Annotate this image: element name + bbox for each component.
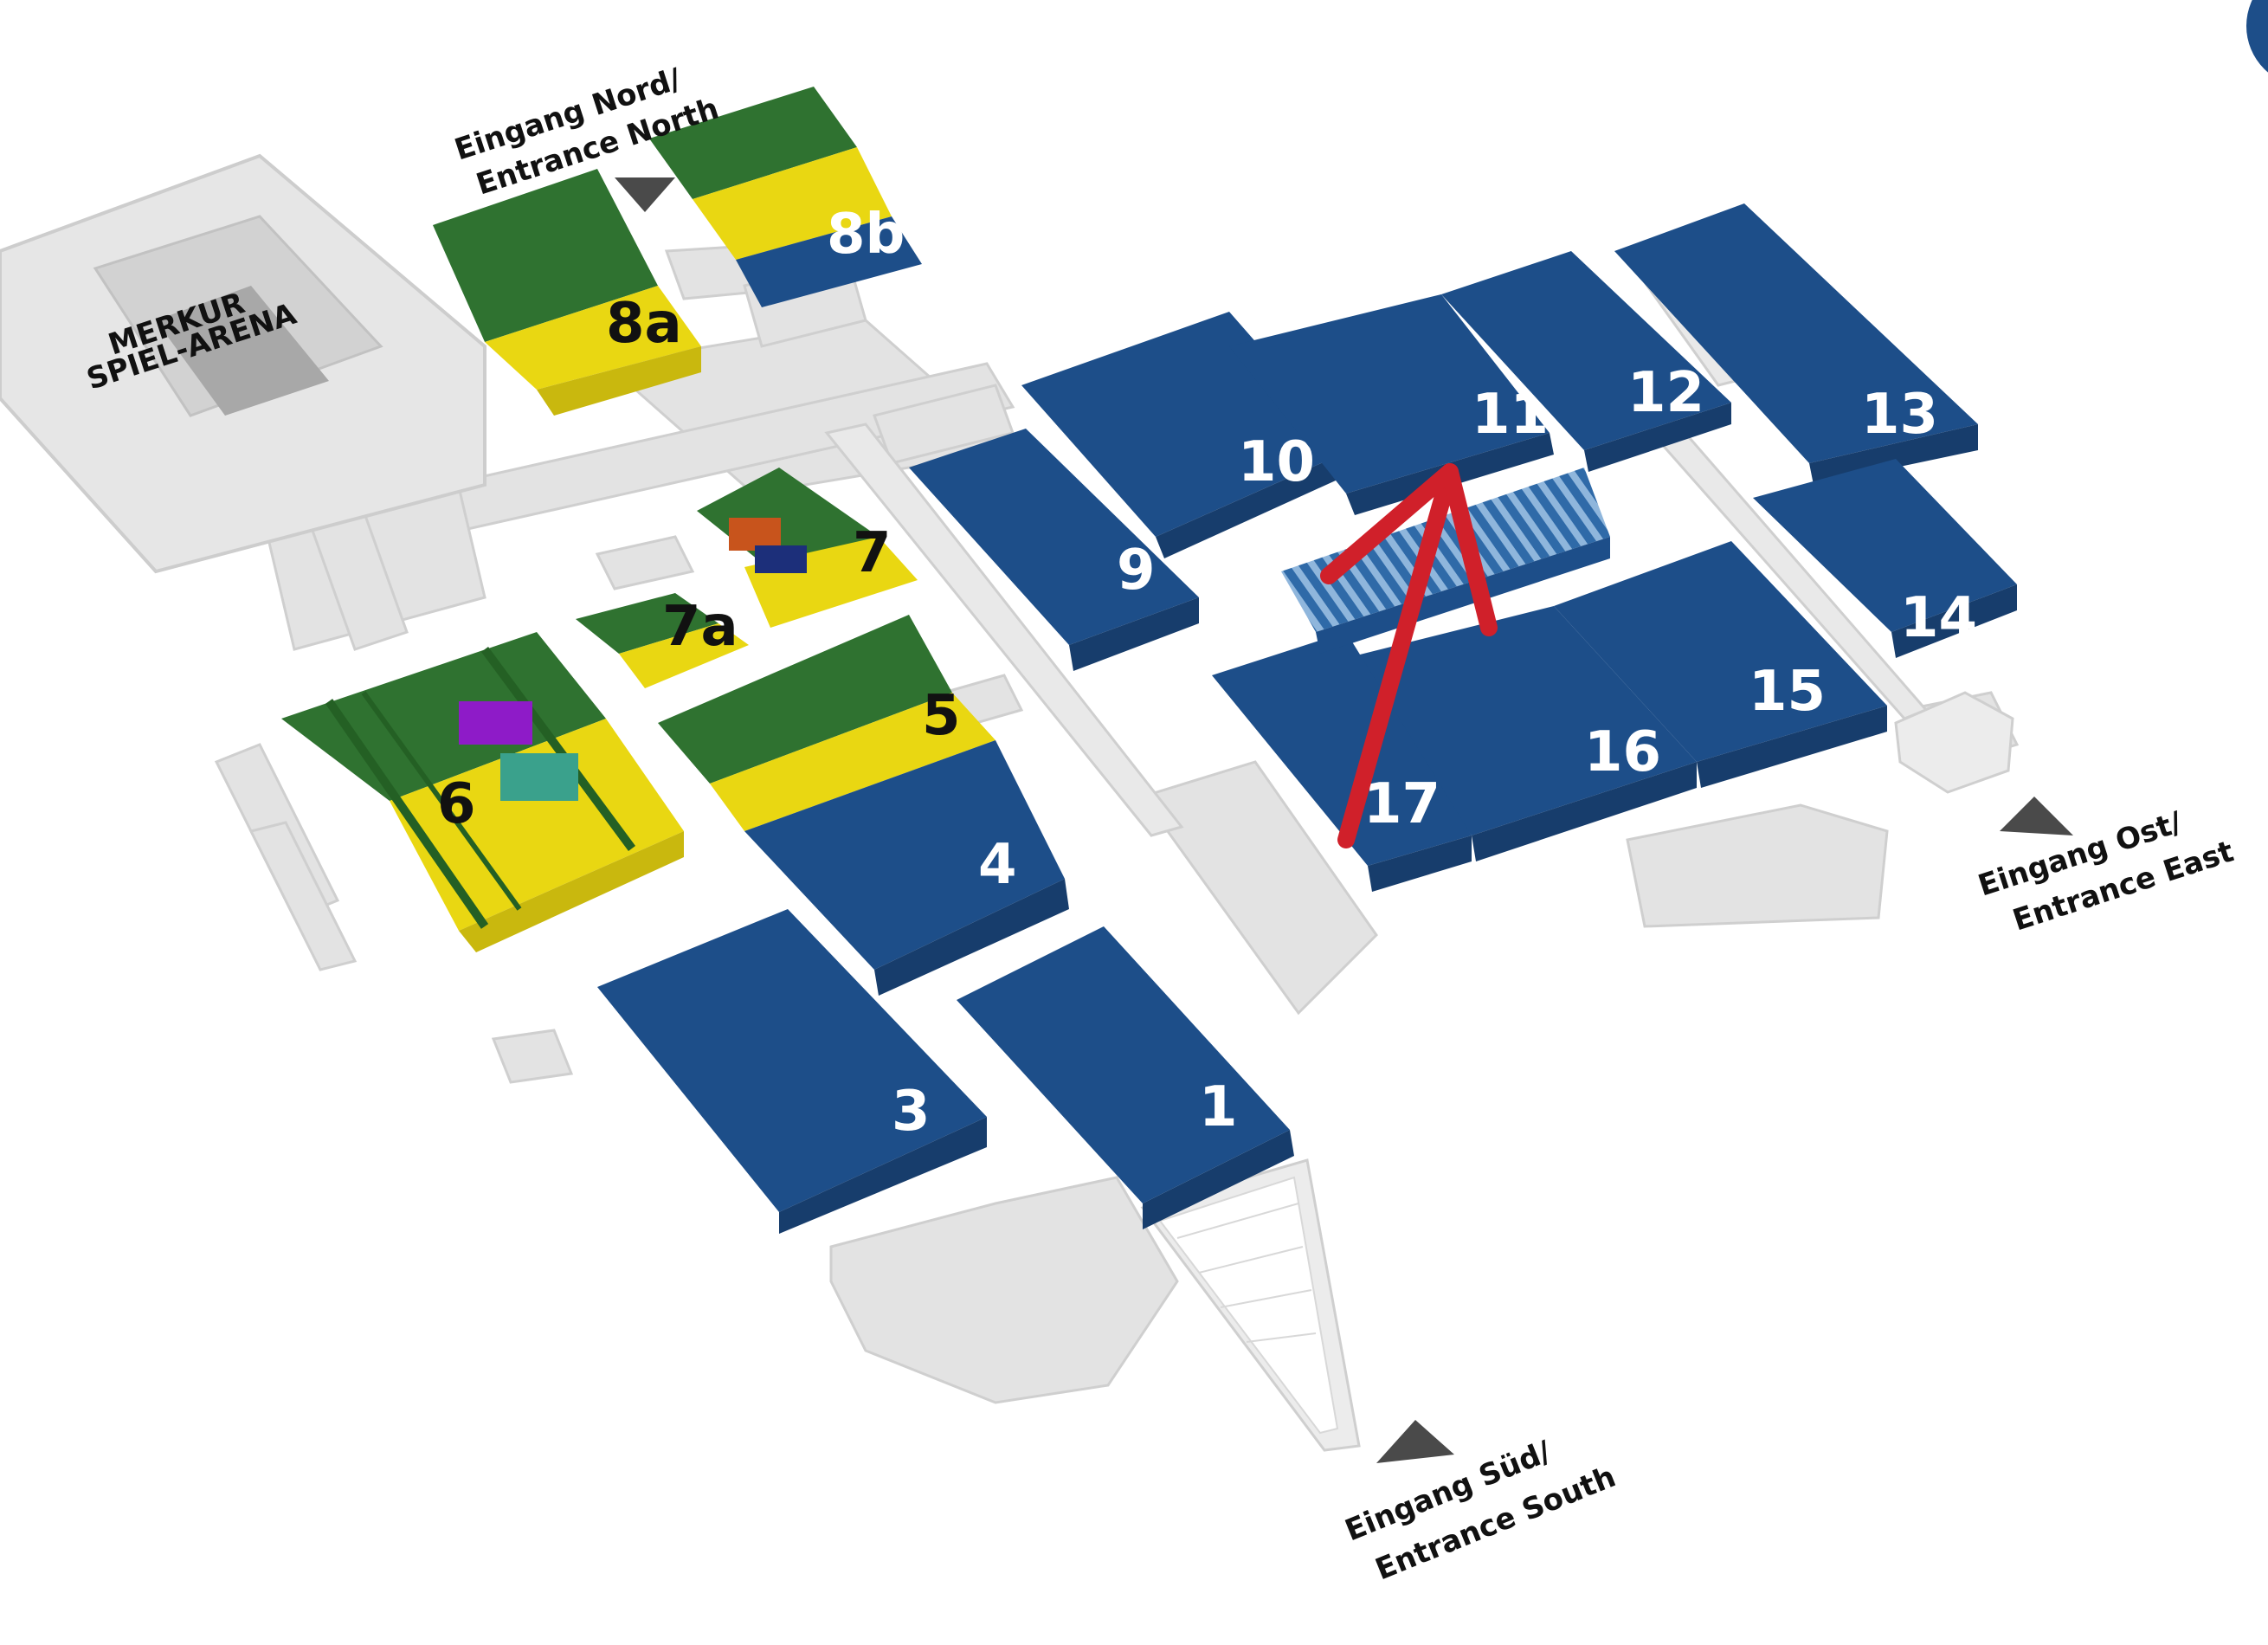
hall-4-label: 4 — [978, 833, 1017, 897]
hall-7[interactable]: 7 — [697, 468, 918, 628]
hall-1[interactable]: 1 — [957, 926, 1294, 1229]
hall-14[interactable]: 14 — [1753, 459, 2017, 658]
hall-16-label: 16 — [1584, 720, 1661, 784]
hall-12[interactable]: 12 — [1441, 251, 1731, 472]
hall-13[interactable]: 13 — [1614, 203, 1978, 485]
hall-7-label: 7 — [853, 521, 892, 585]
hall-9[interactable]: 9 — [909, 429, 1199, 671]
hall-3[interactable]: 3 — [597, 909, 987, 1234]
hall-9-label: 9 — [1117, 539, 1156, 603]
hall-15-label: 15 — [1749, 660, 1826, 724]
entrance-south-marker — [1376, 1420, 1454, 1463]
entrance-north-marker — [615, 177, 675, 212]
hall-8b[interactable]: 8b — [649, 87, 922, 307]
red-route-arrow — [1320, 463, 1498, 848]
hall-7-orange-area — [729, 518, 781, 551]
hall-17[interactable]: 17 — [1212, 632, 1472, 892]
hall-5-label: 5 — [922, 684, 961, 748]
hall-6[interactable]: 6 — [281, 632, 684, 952]
hall-8b-label: 8b — [827, 203, 905, 267]
hall-1-label: 1 — [1199, 1075, 1238, 1139]
hall-6-purple-area — [459, 701, 532, 745]
hall-4[interactable]: 4 — [744, 740, 1069, 996]
hall-7a[interactable]: 7a — [576, 593, 749, 688]
south-entrance-hall — [1140, 1158, 1361, 1452]
hall-14-label: 14 — [1900, 586, 1977, 650]
hall-7-navy-area — [755, 545, 807, 573]
hall-6-teal-area — [500, 753, 578, 801]
hall-15[interactable]: 15 — [1554, 541, 1887, 788]
entrance-east-marker — [2000, 797, 2073, 835]
hall-12-label: 12 — [1627, 361, 1704, 425]
hall-13-label: 13 — [1861, 383, 1938, 447]
corner-badge — [2246, 0, 2268, 73]
hall-6-label: 6 — [437, 772, 476, 836]
hall-8a-label: 8a — [606, 292, 682, 356]
hall-7a-label: 7a — [662, 595, 738, 659]
hall-5[interactable]: 5 — [658, 615, 995, 831]
hall-3-label: 3 — [892, 1080, 931, 1144]
hatched-area — [1281, 468, 1610, 654]
hall-10-label: 10 — [1238, 430, 1315, 494]
hall-17-label: 17 — [1363, 772, 1440, 836]
hall-8a[interactable]: 8a — [433, 169, 701, 416]
east-entrance-building — [1894, 691, 2014, 794]
merkur-spiel-arena: MERKUR SPIEL-ARENA — [0, 153, 486, 574]
